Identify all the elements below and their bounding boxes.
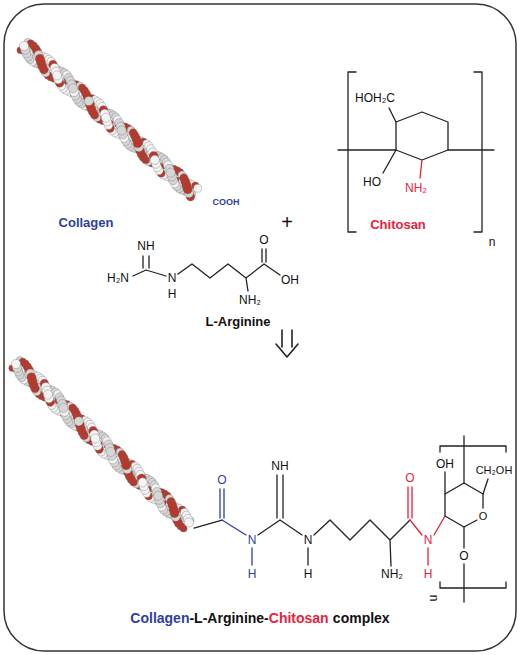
repeat-index: n <box>428 595 440 602</box>
compound-name: Collagen <box>59 216 114 229</box>
helix-sphere <box>19 41 28 50</box>
reaction-arrow <box>276 330 298 357</box>
caption-part: complex <box>333 610 390 626</box>
plus-sign: + <box>281 212 293 232</box>
chemical-bond <box>133 249 280 291</box>
helix-sphere <box>43 390 52 399</box>
caption-part: Collagen <box>130 610 189 626</box>
helix-sphere <box>84 96 93 105</box>
helix-sphere <box>91 434 100 443</box>
atom-label: H <box>248 568 257 580</box>
helix-sphere <box>68 84 77 93</box>
atom-label: N <box>248 534 257 546</box>
atom-label: O <box>259 234 268 246</box>
chitosan-ring <box>445 483 483 527</box>
polymer-bracket <box>348 72 482 232</box>
atom-label: N <box>304 534 313 546</box>
chemical-bond <box>194 520 222 528</box>
atom-label: O <box>479 511 488 522</box>
helix-sphere <box>166 168 175 177</box>
atom-label: O <box>217 474 226 486</box>
atom-label: NH <box>137 240 154 252</box>
helix-sphere <box>138 478 147 487</box>
atom-label: HO <box>363 176 381 188</box>
helix-sphere <box>27 373 36 382</box>
caption-part: Chitosan <box>269 610 329 626</box>
chemical-bond <box>408 487 445 565</box>
compound-name: Chitosan <box>370 218 426 231</box>
atom-label: NH₂ <box>405 182 427 194</box>
atom-label: H₂N <box>107 272 129 284</box>
helix-sphere <box>59 403 68 412</box>
helix-sphere <box>52 71 61 80</box>
helix-sphere <box>150 155 159 164</box>
chemical-bond <box>420 160 422 178</box>
chitosan-ring <box>396 112 448 160</box>
atom-label: O <box>459 550 468 562</box>
helix-sphere <box>182 181 191 190</box>
helix-sphere <box>194 184 202 192</box>
helix-sphere <box>133 139 142 148</box>
chemical-bond <box>220 489 252 565</box>
group-label: COOH <box>213 198 240 207</box>
atom-label: NH <box>271 460 288 472</box>
helix-sphere <box>153 491 162 500</box>
atom-label: N <box>168 272 177 284</box>
caption-part: -L-Arginine- <box>189 610 268 626</box>
atom-label: N <box>424 534 433 546</box>
repeat-index: n <box>489 236 496 248</box>
helix-sphere <box>106 447 115 456</box>
atom-label: NH₂ <box>381 568 403 580</box>
helix-sphere <box>35 54 44 63</box>
caption-row: Collagen-L-Arginine-Chitosancomplex <box>0 610 520 627</box>
helix-sphere <box>11 359 20 368</box>
atom-label: H <box>168 288 177 300</box>
helix-sphere <box>101 113 110 122</box>
atom-label: H <box>304 568 313 580</box>
atom-label: CH₂OH <box>476 465 513 476</box>
collagen-helix <box>9 356 194 532</box>
helix-sphere <box>74 417 83 426</box>
chemical-bond <box>338 108 494 173</box>
atom-label: OH <box>436 458 454 470</box>
atom-label: H <box>424 568 433 580</box>
atom-label: O <box>405 472 414 484</box>
helix-sphere <box>122 461 131 470</box>
compound-name: L-Arginine <box>206 315 271 328</box>
collagen-helix <box>17 38 202 201</box>
frame-border <box>4 4 516 651</box>
helix-sphere <box>117 126 126 135</box>
helix-sphere <box>184 518 193 527</box>
atom-label: HOH₂C <box>355 92 395 104</box>
atom-label: NH₂ <box>239 294 261 306</box>
helix-sphere <box>169 505 178 514</box>
atom-label: OH <box>281 274 299 286</box>
chemical-bond <box>258 475 410 566</box>
